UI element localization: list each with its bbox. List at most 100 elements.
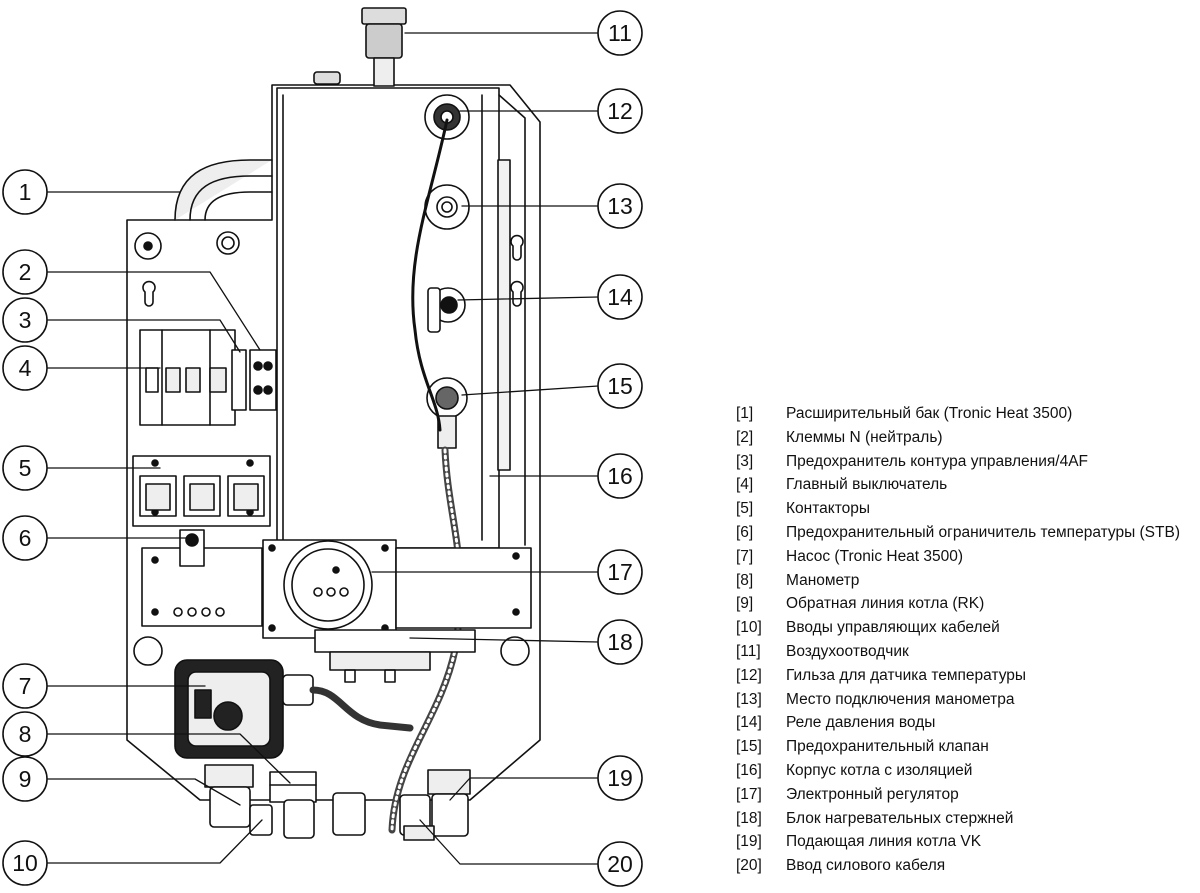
legend-text: Предохранительный ограничитель температу…: [786, 523, 1180, 541]
callout-9: 9: [2, 756, 48, 802]
power-cable-inlet: [399, 794, 435, 841]
legend-item: [16] Корпус котла с изоляцией: [736, 759, 1200, 783]
legend-num: [11]: [736, 642, 761, 660]
legend-num: [14]: [736, 714, 762, 732]
legend-num: [13]: [736, 690, 762, 708]
callout-13-label: 13: [607, 193, 633, 219]
legend-num: [6]: [736, 523, 754, 541]
callout-3: 3: [2, 297, 48, 343]
legend-text: Насос (Tronic Heat 3500): [786, 547, 964, 565]
legend-text: Предохранительный клапан: [786, 738, 989, 756]
electronic-controller: [262, 539, 532, 639]
callout-17: 17: [597, 549, 643, 595]
legend-text: Обратная линия котла (RK): [786, 595, 985, 613]
expansion-tank: [174, 159, 273, 221]
callout-11-label: 11: [608, 20, 632, 46]
manometer-port: [424, 184, 470, 230]
legend-num: [19]: [736, 833, 762, 851]
stb-limiter: [141, 529, 263, 627]
legend-item: [11] Воздухоотводчик: [736, 640, 1200, 664]
legend-num: [8]: [736, 571, 754, 589]
legend-num: [2]: [736, 428, 754, 446]
legend-item: [10] Вводы управляющих кабелей: [736, 616, 1200, 640]
legend-text: Электронный регулятор: [786, 785, 959, 803]
callout-2-label: 2: [19, 259, 32, 285]
legend-text: Воздухоотводчик: [786, 642, 909, 660]
callout-18: 18: [597, 619, 643, 665]
callout-15: 15: [597, 363, 643, 409]
callout-15-label: 15: [607, 373, 633, 399]
legend-num: [17]: [736, 785, 762, 803]
legend-num: [5]: [736, 500, 754, 518]
legend-num: [12]: [736, 666, 762, 684]
legend-item: [18] Блок нагревательных стержней: [736, 807, 1200, 831]
legend-num: [1]: [736, 405, 754, 422]
callout-6: 6: [2, 515, 48, 561]
callout-1: 1: [2, 169, 48, 215]
supply-pipe: [427, 769, 471, 837]
legend-text: Контакторы: [786, 500, 871, 518]
legend-num: [18]: [736, 809, 762, 827]
callout-6-label: 6: [19, 525, 32, 551]
legend-text: Ввод силового кабеля: [786, 857, 946, 875]
legend-item: [15]Предохранительный клапан: [736, 735, 1200, 759]
legend-text: Предохранитель контура управления/4AF: [786, 452, 1089, 470]
callout-14: 14: [597, 274, 643, 320]
callout-1-label: 1: [19, 179, 32, 205]
callout-10-label: 10: [12, 850, 38, 876]
legend-item: [2]Клеммы N (нейтраль): [736, 426, 1200, 450]
legend-item: [17] Электронный регулятор: [736, 783, 1200, 807]
callout-17-label: 17: [607, 559, 633, 585]
callout-20: 20: [597, 841, 643, 887]
legend-text: Блок нагревательных стержней: [786, 809, 1014, 827]
legend-item: [8] Манометр: [736, 569, 1200, 593]
callout-10: 10: [2, 840, 48, 886]
legend-item: [12]Гильза для датчика температуры: [736, 664, 1200, 688]
legend-num: [4]: [736, 476, 754, 494]
leader-lines: [46, 32, 599, 865]
legend-item: [13]Место подключения манометра: [736, 688, 1200, 712]
manometer: [269, 771, 317, 803]
legend-item: [20]Ввод силового кабеля: [736, 854, 1200, 878]
callout-20-label: 20: [607, 851, 633, 877]
return-pipe: [204, 764, 254, 828]
legend-item: [3] Предохранитель контура управления/4AF: [736, 450, 1200, 474]
legend-text: Главный выключатель: [786, 476, 948, 494]
heating-rod-block: [314, 629, 476, 683]
legend-item: [19] Подающая линия котла VK: [736, 830, 1200, 854]
pressure-switch: [427, 287, 466, 333]
legend-num: [7]: [736, 547, 754, 565]
callout-19: 19: [597, 755, 643, 801]
callout-11: 11: [597, 10, 643, 56]
callout-8: 8: [2, 711, 48, 757]
legend-text: Реле давления воды: [786, 714, 936, 732]
callout-14-label: 14: [607, 284, 633, 310]
callout-19-label: 19: [607, 765, 633, 791]
legend-text: Вводы управляющих кабелей: [786, 619, 1000, 637]
callout-9-label: 9: [19, 766, 32, 792]
callout-4: 4: [2, 345, 48, 391]
callout-13: 13: [597, 183, 643, 229]
legend-item: [4] Главный выключатель: [736, 473, 1200, 497]
legend-item: [6] Предохранительный ограничитель темпер…: [736, 521, 1200, 545]
legend-text: Корпус котла с изоляцией: [786, 761, 973, 779]
legend-text: Расширительный бак (Tronic Heat 3500): [786, 405, 1073, 422]
capillary-tube: [411, 118, 449, 432]
legend-num: [10]: [736, 619, 762, 637]
legend-num: [3]: [736, 452, 754, 470]
callout-2: 2: [2, 249, 48, 295]
boiler-body: [276, 87, 526, 549]
legend-num: [9]: [736, 595, 754, 613]
legend-num: [16]: [736, 761, 762, 779]
callout-3-label: 3: [19, 307, 32, 333]
callout-16: 16: [597, 453, 643, 499]
sensor-sleeve: [424, 94, 470, 140]
legend-item: [5] Контакторы: [736, 497, 1200, 521]
legend-text: Манометр: [786, 571, 860, 589]
callout-8-label: 8: [19, 721, 32, 747]
legend-text: Подающая линия котла VK: [786, 833, 982, 851]
legend-item: [1] Расширительный бак (Tronic Heat 3500): [736, 402, 1200, 426]
main-switch-block: [139, 329, 277, 426]
air-vent: [313, 7, 407, 87]
contactors-block: [132, 455, 271, 527]
